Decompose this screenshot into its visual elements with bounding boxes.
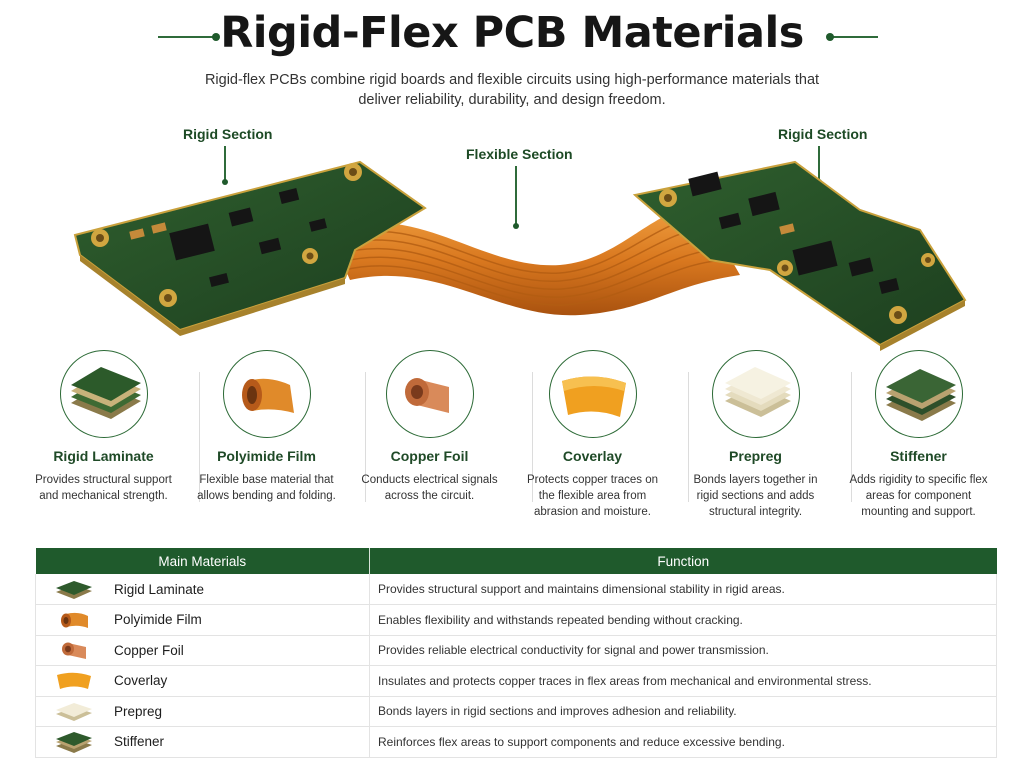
material-card-coverlay: Coverlay Protects copper traces on the f… xyxy=(511,350,674,520)
table-material-name: Prepreg xyxy=(114,703,163,719)
header: Rigid-Flex PCB Materials xyxy=(0,8,1024,66)
page-title: Rigid-Flex PCB Materials xyxy=(220,8,804,58)
table-row: Polyimide Film Enables flexibility and w… xyxy=(35,604,997,636)
callout-rigid-right: Rigid Section xyxy=(778,126,868,142)
table-material-name: Rigid Laminate xyxy=(114,581,205,597)
material-name: Coverlay xyxy=(562,448,623,464)
coverlay-icon xyxy=(548,350,637,438)
table-function: Reinforces flex areas to support compone… xyxy=(369,726,997,758)
divider xyxy=(851,372,852,502)
page-subtitle: Rigid-flex PCBs combine rigid boards and… xyxy=(204,72,820,108)
prepreg-icon xyxy=(711,350,800,438)
table-function: Provides structural support and maintain… xyxy=(369,574,997,605)
stiffener-icon xyxy=(56,731,92,753)
leader-rigid-left xyxy=(222,146,227,185)
callout-flexible: Flexible Section xyxy=(466,146,573,162)
polyimide-film-icon xyxy=(222,350,311,438)
header-main-materials: Main Materials xyxy=(35,548,370,574)
rigid-laminate-icon xyxy=(59,350,148,438)
table-function: Provides reliable electrical conductivit… xyxy=(369,635,997,666)
table-function: Bonds layers in rigid sections and impro… xyxy=(369,696,997,727)
table-function: Enables flexibility and withstands repea… xyxy=(369,604,997,636)
material-description: Flexible base material that allows bendi… xyxy=(197,474,336,502)
table-material-name: Copper Foil xyxy=(114,642,184,658)
material-name: Copper Foil xyxy=(390,448,469,464)
table-row: Stiffener Reinforces flex areas to suppo… xyxy=(35,726,997,758)
header-function: Function xyxy=(369,548,997,574)
table-row: Prepreg Bonds layers in rigid sections a… xyxy=(35,696,997,727)
material-description: Protects copper traces on the flexible a… xyxy=(526,474,659,518)
material-card-copper-foil: Copper Foil Conducts electrical signals … xyxy=(348,350,511,504)
material-card-prepreg: Prepreg Bonds layers together in rigid s… xyxy=(674,350,837,520)
title-decoration-right xyxy=(826,33,878,41)
table-material-name: Stiffener xyxy=(114,734,165,750)
rigid-laminate-icon xyxy=(56,581,92,599)
material-name: Stiffener xyxy=(890,448,947,464)
materials-row: Rigid Laminate Provides structural suppo… xyxy=(22,350,1002,535)
table-material-name: Coverlay xyxy=(114,673,168,689)
material-description: Adds rigidity to specific flex areas for… xyxy=(849,474,988,518)
flex-section xyxy=(328,205,740,316)
leader-flexible xyxy=(513,166,518,229)
material-description: Conducts electrical signals across the c… xyxy=(361,474,498,502)
material-description: Bonds layers together in rigid sections … xyxy=(693,474,818,518)
table-function: Insulates and protects copper traces in … xyxy=(369,665,997,697)
copper-foil-icon xyxy=(62,642,86,660)
stiffener-icon xyxy=(874,350,963,438)
material-name: Rigid Laminate xyxy=(53,448,154,464)
prepreg-icon xyxy=(56,703,92,722)
divider xyxy=(532,372,533,502)
table-material-name: Polyimide Film xyxy=(114,612,202,628)
title-decoration-left xyxy=(158,33,220,41)
left-rigid-board xyxy=(73,160,427,336)
copper-foil-icon xyxy=(385,350,474,438)
right-rigid-board xyxy=(632,160,967,351)
materials-table: Main Materials Function Rigid Laminate P… xyxy=(35,548,997,758)
divider xyxy=(688,372,689,502)
divider xyxy=(199,372,200,502)
callout-rigid-left: Rigid Section xyxy=(183,126,273,142)
divider xyxy=(365,372,366,502)
table-row: Coverlay Insulates and protects copper t… xyxy=(35,665,997,697)
material-name: Polyimide Film xyxy=(217,448,316,464)
material-description: Provides structural support and mechanic… xyxy=(35,474,172,502)
coverlay-icon xyxy=(57,672,91,689)
table-row: Copper Foil Provides reliable electrical… xyxy=(35,635,997,666)
material-name: Prepreg xyxy=(729,448,782,464)
rigid-flex-board-illustration xyxy=(73,160,967,351)
material-card-polyimide-film: Polyimide Film Flexible base material th… xyxy=(185,350,348,504)
polyimide-film-icon xyxy=(61,612,88,628)
table-row: Rigid Laminate Provides structural suppo… xyxy=(35,574,997,605)
table-header-row: Main Materials Function xyxy=(35,548,997,574)
material-card-stiffener: Stiffener Adds rigidity to specific flex… xyxy=(837,350,1000,520)
material-card-rigid-laminate: Rigid Laminate Provides structural suppo… xyxy=(22,350,185,504)
